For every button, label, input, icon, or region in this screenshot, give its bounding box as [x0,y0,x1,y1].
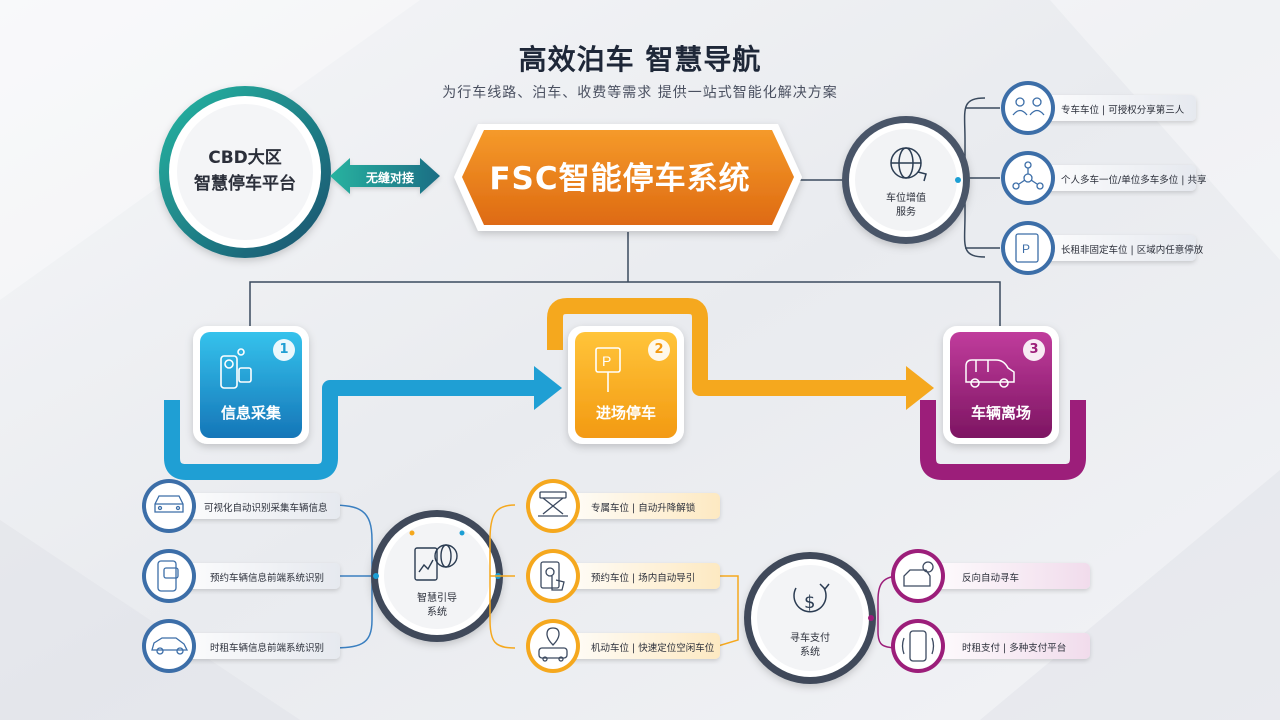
touch-icon [540,561,565,591]
info-item-label: 时租车辆信息前端系统识别 [210,643,325,654]
camera-icon [220,348,252,389]
parking-item-label: 机动车位 | 快速定位空闲车位 [591,643,715,654]
info-item-1 [142,479,340,533]
car-front-icon [154,495,184,513]
globe-icon [890,147,927,182]
step-label: 进场停车 [595,404,656,422]
parking-item-1 [526,479,720,533]
value-service-circle [842,116,970,244]
step-label: 车辆离场 [970,404,1031,422]
value-service-line1: 车位增值 [886,193,926,204]
info-item-3 [142,619,340,673]
guide-hub-line2: 系统 [427,607,447,618]
info-item-label: 预约车辆信息前端系统识别 [210,573,325,584]
parking-item-label: 专属车位 | 自动升降解锁 [591,503,696,514]
car-side-icon [151,637,189,655]
guide-hub-line1: 智慧引导 [417,593,457,604]
parking-item-3 [526,619,720,673]
platform-label-line1: CBD大区 [208,148,282,168]
step-number: 3 [1029,342,1039,357]
exit-item-label: 时租支付 | 多种支付平台 [962,643,1067,654]
parking-item-2 [526,549,720,603]
background-facet [0,520,300,720]
currency-cycle-icon: $ [793,583,830,613]
mobile-pay-icon [901,630,935,662]
parking-sign-icon: P [595,347,621,392]
users-icon [1012,97,1045,116]
value-service-line2: 服务 [896,207,916,218]
link-arrow [330,158,440,194]
pay-hub-circle [744,552,876,684]
info-item-label: 可视化自动识别采集车辆信息 [204,503,328,514]
exit-item-label: 反向自动寻车 [962,573,1020,584]
service-item-label: 个人多车一位/单位多车多位 | 共享 [1061,175,1207,186]
fsc-hexagon [454,124,802,231]
parking-icon: P [1015,233,1039,263]
platform-label: CBD大区 智慧停车平台 [160,145,330,197]
guide-hub-label: 智慧引导 系统 [392,592,482,620]
orange-band [547,298,934,410]
value-service-label: 车位增值 服务 [858,192,954,220]
exit-item-1 [891,549,1090,603]
step-number: 1 [279,342,289,357]
core-system-title: FSC智能停车系统 [489,161,751,197]
svg-text:P: P [1022,242,1030,256]
parking-item-label: 预约车位 | 场内自动导引 [591,573,696,584]
step-card-1 [193,326,309,444]
info-item-2 [142,549,340,603]
parking-bracket [489,504,516,649]
service-item-1 [1001,81,1196,135]
phone-chat-icon [157,560,179,592]
step-label: 信息采集 [220,404,281,422]
service-item-label: 专车车位 | 可授权分享第三人 [1061,105,1185,116]
page-subtitle: 为行车线路、泊车、收费等需求 提供一站式智能化解决方案 [442,85,838,101]
service-ticks [965,107,1000,249]
pay-hub-label: 寻车支付 系统 [765,632,855,660]
lift-icon [538,491,568,517]
svg-text:$: $ [804,592,815,613]
purple-band [920,400,1086,480]
car-search-icon [903,561,934,587]
parking-pay-link [717,575,739,647]
service-item-label: 长租非固定车位 | 区域内任意停放 [1061,245,1204,256]
svg-text:P: P [602,353,611,369]
step-number: 2 [654,342,664,357]
exit-bracket [877,575,901,649]
link-label: 无缝对接 [365,171,414,185]
service-item-3: P [1001,221,1196,275]
pay-hub-line1: 寻车支付 [790,633,830,644]
background-facet [1050,0,1280,260]
step-card-2 [568,326,684,444]
locate-car-icon [538,627,568,662]
service-item-2 [1001,151,1196,205]
network-icon [1012,161,1044,190]
van-icon [965,359,1015,388]
exit-item-2 [891,619,1090,673]
pay-hub-line2: 系统 [800,647,820,658]
platform-circle [159,86,331,258]
platform-label-line2: 智慧停车平台 [194,174,296,194]
page-title: 高效泊车 智慧导航 [518,43,762,76]
tablet-globe-icon [414,544,458,581]
blue-band [164,366,562,480]
